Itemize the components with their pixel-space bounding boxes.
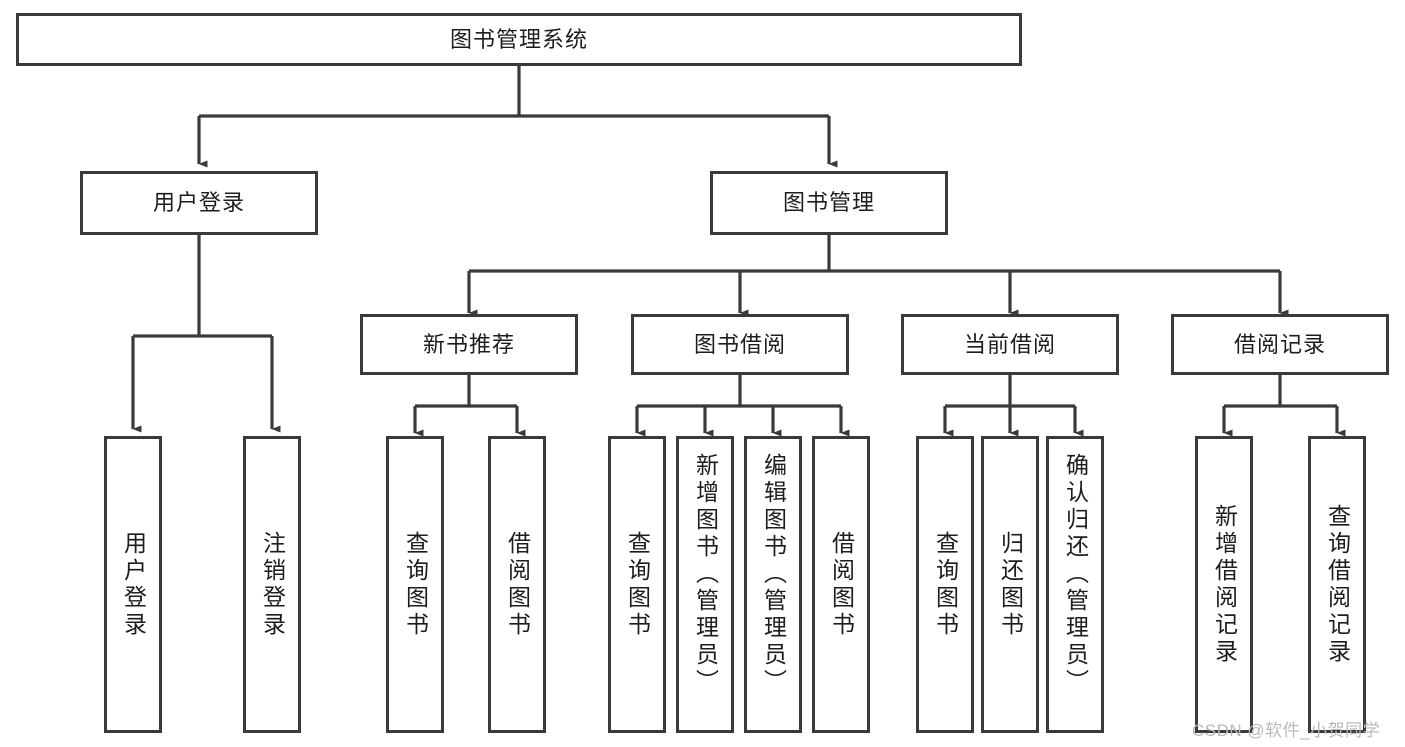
node-leaf-query-book-borrow-label: 查询图书 [624, 530, 651, 639]
node-leaf-add-borrow-record[interactable]: 新增借阅记录 [1195, 436, 1253, 733]
node-leaf-add-book-admin[interactable]: 新增图书（管理员） [676, 436, 734, 733]
node-leaf-query-book-borrow[interactable]: 查询图书 [608, 436, 666, 733]
watermark-text: CSDN @软件_小贺同学 [1192, 721, 1381, 740]
node-new-book-recommend-label: 新书推荐 [422, 331, 515, 357]
node-leaf-confirm-return-admin[interactable]: 确认归还（管理员） [1046, 436, 1104, 733]
node-book-borrow[interactable]: 图书借阅 [631, 314, 849, 375]
node-leaf-borrow-book[interactable]: 借阅图书 [812, 436, 870, 733]
node-leaf-borrow-book-recommend-label: 借阅图书 [504, 530, 531, 639]
node-leaf-query-book-current-label: 查询图书 [932, 530, 959, 639]
node-root[interactable]: 图书管理系统 [16, 13, 1022, 66]
node-leaf-query-borrow-record[interactable]: 查询借阅记录 [1308, 436, 1366, 733]
node-leaf-user-login[interactable]: 用户登录 [104, 436, 162, 733]
node-leaf-borrow-book-label: 借阅图书 [828, 530, 855, 639]
node-leaf-query-borrow-record-label: 查询借阅记录 [1324, 503, 1351, 666]
node-leaf-borrow-book-recommend[interactable]: 借阅图书 [488, 436, 546, 733]
node-leaf-logout-label: 注销登录 [259, 530, 286, 639]
node-user-login[interactable]: 用户登录 [80, 171, 318, 235]
node-leaf-add-book-admin-label: 新增图书（管理员） [692, 453, 719, 696]
node-book-management[interactable]: 图书管理 [710, 171, 948, 235]
node-book-management-label: 图书管理 [782, 190, 875, 216]
node-leaf-logout[interactable]: 注销登录 [243, 436, 301, 733]
node-root-label: 图书管理系统 [449, 26, 588, 52]
node-leaf-user-login-label: 用户登录 [120, 530, 147, 639]
node-leaf-confirm-return-admin-label: 确认归还（管理员） [1062, 453, 1089, 696]
node-book-borrow-label: 图书借阅 [693, 331, 786, 357]
node-leaf-query-book-recommend[interactable]: 查询图书 [386, 436, 444, 733]
node-leaf-edit-book-admin[interactable]: 编辑图书（管理员） [744, 436, 802, 733]
node-leaf-return-book-label: 归还图书 [997, 530, 1024, 639]
node-current-borrow-label: 当前借阅 [963, 331, 1056, 357]
node-leaf-query-book-current[interactable]: 查询图书 [916, 436, 974, 733]
node-borrow-records[interactable]: 借阅记录 [1171, 314, 1389, 375]
node-new-book-recommend[interactable]: 新书推荐 [360, 314, 578, 375]
node-current-borrow[interactable]: 当前借阅 [901, 314, 1119, 375]
node-leaf-return-book[interactable]: 归还图书 [981, 436, 1039, 733]
node-leaf-query-book-recommend-label: 查询图书 [402, 530, 429, 639]
node-leaf-edit-book-admin-label: 编辑图书（管理员） [760, 453, 787, 696]
node-user-login-label: 用户登录 [152, 190, 245, 216]
node-borrow-records-label: 借阅记录 [1233, 331, 1326, 357]
node-leaf-add-borrow-record-label: 新增借阅记录 [1211, 503, 1238, 666]
